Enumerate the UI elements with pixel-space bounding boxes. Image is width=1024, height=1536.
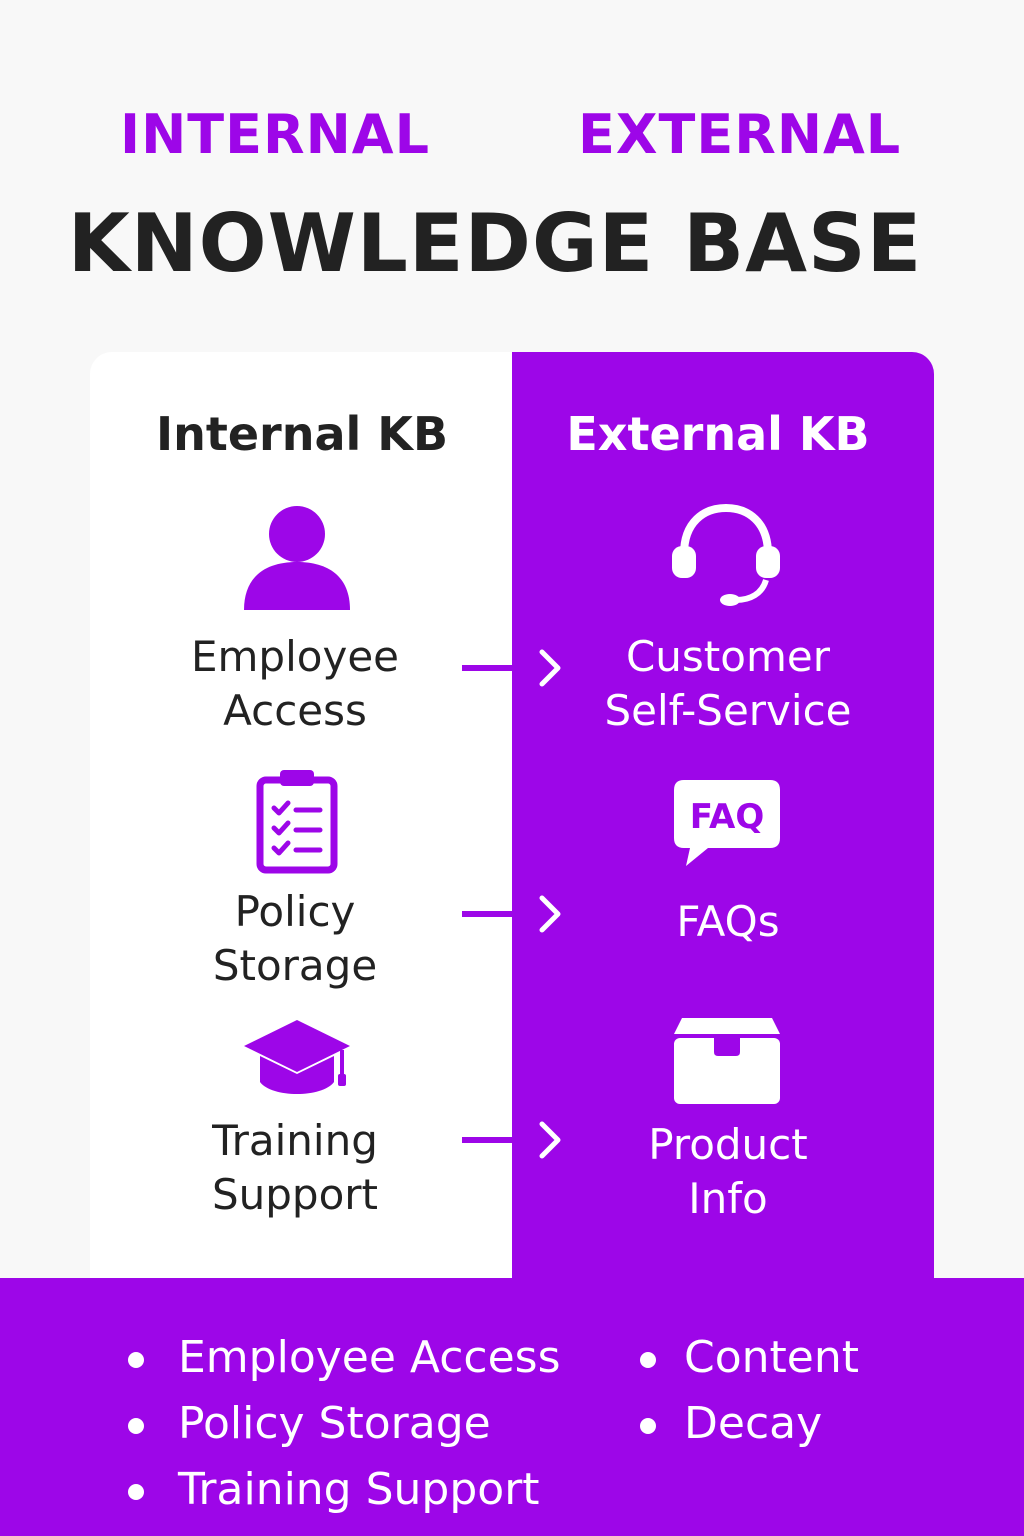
employee-access-label: Employee Access (190, 632, 399, 735)
bullet-dot (640, 1352, 656, 1368)
clipboard-checklist-icon (256, 770, 338, 874)
external-label: EXTERNAL (578, 103, 902, 166)
bullet-dot (128, 1418, 144, 1434)
policy-storage-label: Policy Storage (212, 887, 378, 990)
faqs-label: FAQs (676, 897, 780, 946)
bullet-dot (128, 1484, 144, 1500)
chevron-right-icon (462, 895, 561, 933)
bullet-dot (128, 1352, 144, 1368)
svg-text:FAQ: FAQ (690, 797, 765, 837)
chevron-right-icon (462, 1121, 561, 1159)
training-support-label: Training Support (211, 1116, 379, 1219)
box-icon (674, 1018, 780, 1104)
customer-self-service-label: Customer Self-Service (604, 632, 852, 735)
headset-icon (672, 503, 780, 606)
person-icon (244, 506, 350, 610)
graduation-cap-icon (244, 1020, 350, 1094)
footer-bullet-content: Content (684, 1332, 859, 1383)
footer-bullet-employee-access: Employee Access (178, 1332, 561, 1383)
external-kb-heading: External KB (566, 407, 870, 461)
product-info-label: Product Info (648, 1120, 808, 1223)
summary-footer: Employee Access Policy Storage Training … (0, 1278, 1024, 1536)
footer-bullet-training-support: Training Support (178, 1464, 540, 1515)
page-title: KNOWLEDGE BASE (67, 197, 923, 290)
internal-kb-heading: Internal KB (155, 407, 448, 461)
internal-label: INTERNAL (120, 103, 430, 166)
faq-bubble-icon: FAQ (674, 780, 780, 866)
footer-bullet-decay: Decay (684, 1398, 823, 1449)
bullet-dot (640, 1418, 656, 1434)
chevron-right-icon (462, 649, 561, 687)
footer-bullet-policy-storage: Policy Storage (178, 1398, 491, 1449)
